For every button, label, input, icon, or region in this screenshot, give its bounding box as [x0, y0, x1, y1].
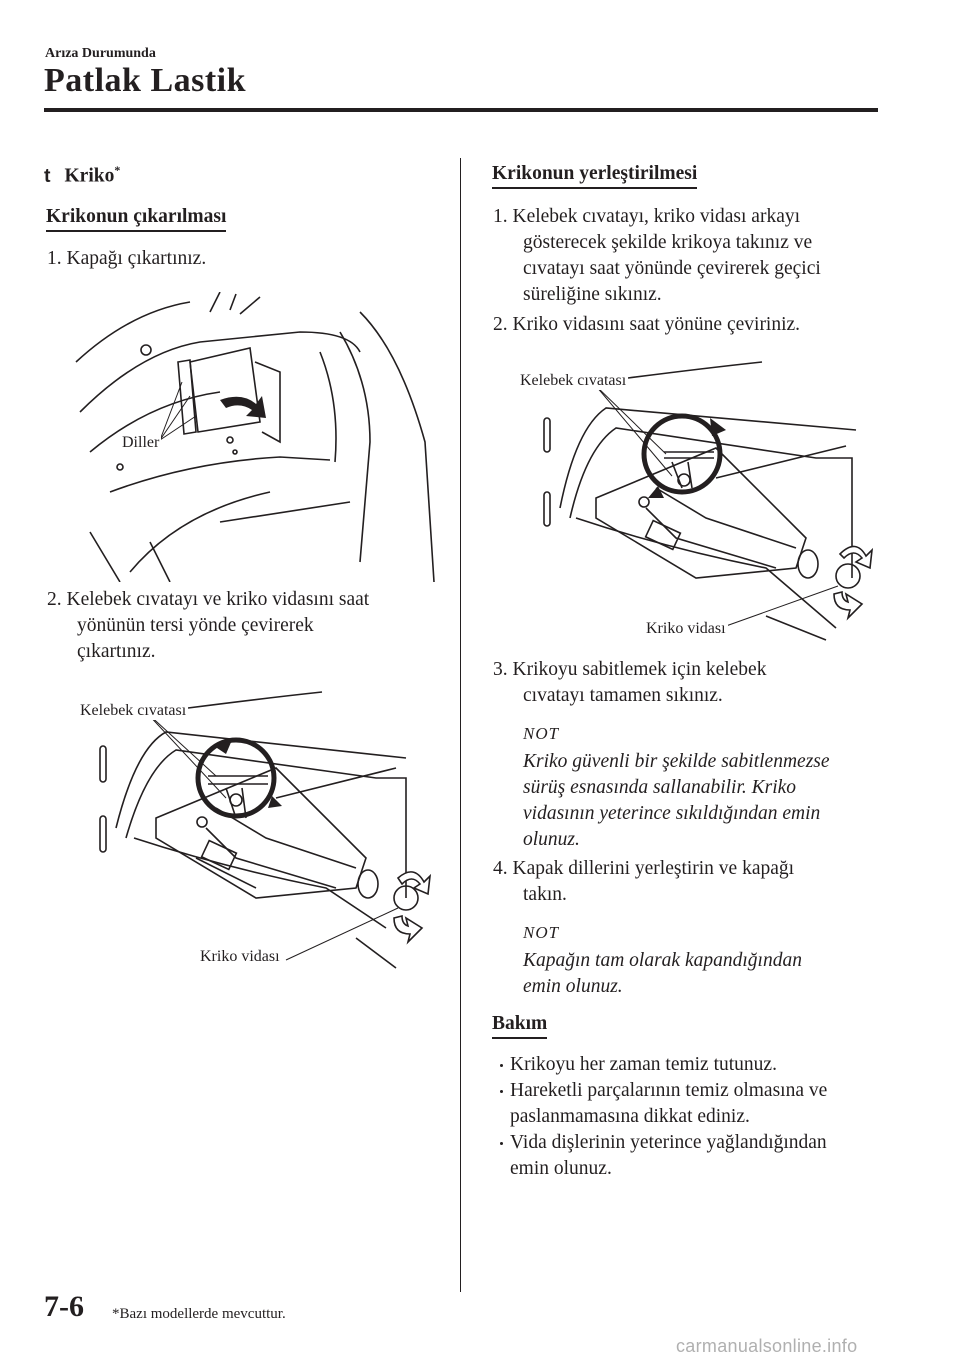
note-1-label: NOT [523, 724, 560, 743]
item-title-footnote-mark: * [114, 163, 121, 177]
item-heading: t Kriko* [44, 163, 120, 188]
install-step-1-line-1: 1. Kelebek cıvatayı, kriko vidası arkayı [493, 206, 801, 227]
install-step-4-line-2: takın. [523, 884, 567, 905]
jack-removal-drawing [99, 691, 432, 969]
bullet-dot [500, 1090, 503, 1093]
install-step-3-line-1: 3. Krikoyu sabitlemek için kelebek [493, 659, 767, 680]
note-1-line-4: olunuz. [523, 829, 580, 850]
jack-installation-drawing [543, 361, 874, 641]
item-title: Kriko [64, 165, 115, 187]
note-1-line-1: Kriko güvenli bir şekilde sabitlenmezse [523, 751, 830, 772]
bullet-dot [500, 1142, 503, 1145]
footnote: *Bazı modellerde mevcuttur. [112, 1306, 286, 1322]
column-divider [460, 158, 461, 1292]
screw-rotation-icon [396, 871, 432, 896]
note-2-label: NOT [523, 923, 560, 942]
rotate-arrow-icon [220, 396, 266, 418]
install-step-4-line-1: 4. Kapak dillerini yerleştirin ve kapağı [493, 858, 795, 879]
maintenance-bullet-2-line-1: Hareketli parçalarının temiz olmasına ve [510, 1080, 828, 1101]
removal-step-2-line-3: çıkartınız. [77, 641, 156, 662]
figure-trunk-cover: Diller [70, 292, 440, 582]
maintenance-heading: Bakım [492, 1013, 548, 1039]
screw-rotation-icon-cw [838, 545, 874, 570]
wing-bolt-rotation-icon [195, 737, 277, 819]
install-step-2: 2. Kriko vidasını saat yönüne çeviriniz. [493, 314, 801, 335]
trunk-cover-drawing [75, 292, 435, 582]
removal-step-2-line-1: 2. Kelebek cıvatayı ve kriko vidasını sa… [47, 589, 370, 610]
subheading-installation: Krikonun yerleştirilmesi [492, 163, 698, 189]
maintenance-bullet-1: Krikoyu her zaman temiz tutunuz. [510, 1054, 777, 1075]
bullet-dot [500, 1064, 503, 1067]
fig1-label-tabs: Diller [120, 434, 162, 452]
subheading-installation-text: Krikonun yerleştirilmesi [492, 163, 698, 189]
install-step-3-line-2: cıvatayı tamamen sıkınız. [523, 685, 723, 706]
page-number: 7-6 [44, 1290, 84, 1323]
figure-jack-installation: Kelebek cıvatası Kriko vidası [516, 358, 876, 648]
watermark: carmanualsonline.info [676, 1336, 858, 1356]
fig2-label-wing-bolt: Kelebek cıvatası [78, 702, 189, 720]
subheading-removal-text: Krikonun çıkarılması [46, 206, 227, 232]
fig3-label-wing-bolt: Kelebek cıvatası [518, 372, 629, 390]
section-label: Arıza Durumunda [45, 46, 156, 61]
figure-jack-removal: Kelebek cıvatası Kriko vidası [76, 688, 436, 978]
fig2-label-jack-screw: Kriko vidası [198, 948, 282, 966]
install-step-1-line-3: cıvatayı saat yönünde çevirerek geçici [523, 258, 821, 279]
note-1-line-3: vidasının yeterince sıkıldığından emin [523, 803, 821, 824]
note-1-line-2: sürüş esnasında sallanabilir. Kriko [523, 777, 797, 798]
subheading-removal: Krikonun çıkarılması [46, 206, 227, 232]
removal-step-2-line-2: yönünün tersi yönde çevirerek [77, 615, 314, 636]
maintenance-bullet-2-line-2: paslanmamasına dikkat ediniz. [510, 1106, 750, 1127]
maintenance-heading-text: Bakım [492, 1013, 548, 1039]
wing-bolt-rotation-icon-cw [641, 413, 723, 495]
install-step-1-line-4: süreliğine sıkınız. [523, 284, 662, 305]
removal-step-1: 1. Kapağı çıkartınız. [47, 248, 207, 269]
chapter-title: Patlak Lastik [44, 62, 247, 99]
install-step-1-line-2: gösterecek şekilde krikoya takınız ve [523, 232, 813, 253]
note-2-line-2: emin olunuz. [523, 976, 623, 997]
note-2-line-1: Kapağın tam olarak kapandığından [523, 950, 802, 971]
maintenance-bullet-3-line-2: emin olunuz. [510, 1158, 612, 1179]
fig3-label-jack-screw: Kriko vidası [644, 620, 728, 638]
item-marker: t [44, 164, 51, 187]
maintenance-bullet-3-line-1: Vida dişlerinin yeterince yağlandığından [510, 1132, 827, 1153]
header-rule [44, 108, 878, 112]
